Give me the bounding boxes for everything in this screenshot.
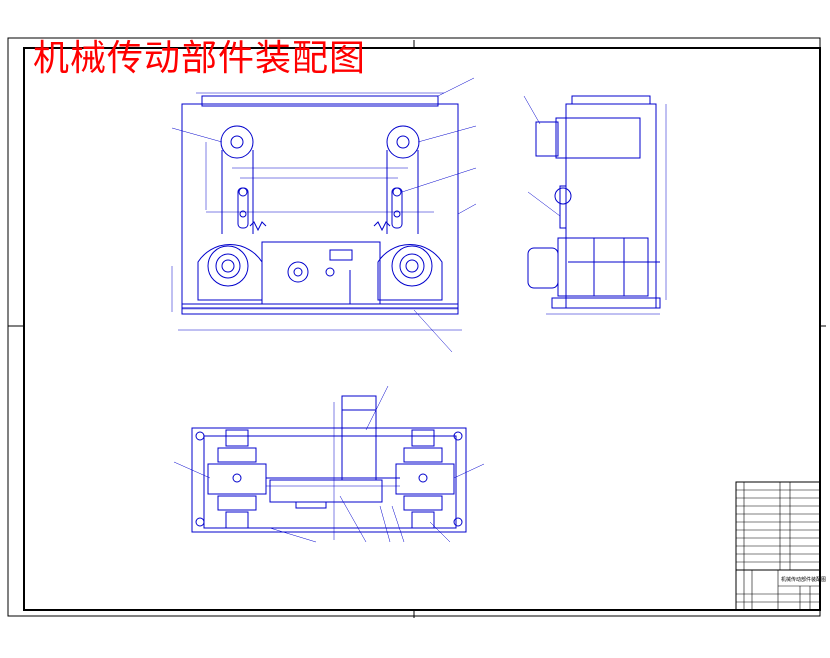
title-block [735,481,821,611]
top-view [173,385,485,543]
front-view [171,77,477,353]
title-block-name: 机械传动部件装配图 [781,577,827,583]
side-view [523,95,667,315]
sheet-border [7,37,826,618]
drawing-title: 机械传动部件装配图 [33,38,367,79]
